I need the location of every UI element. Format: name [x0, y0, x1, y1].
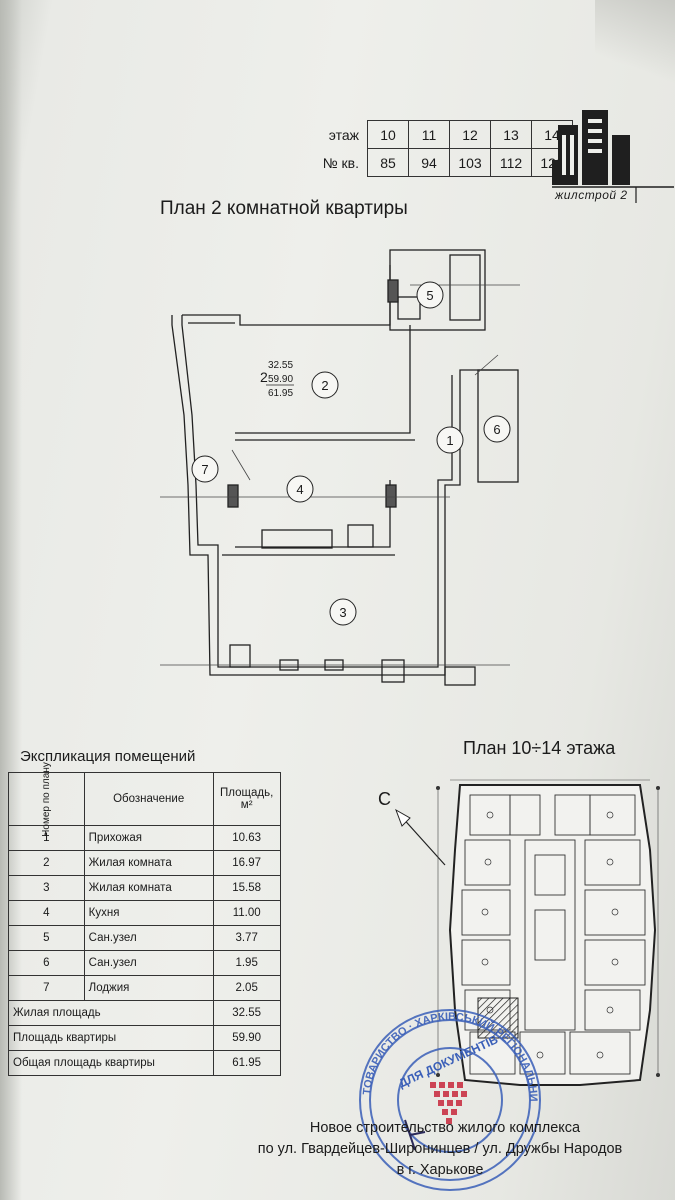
plan-title: План 2 комнатной квартиры [160, 198, 408, 219]
total-label: Общая площадь квартиры [8, 1050, 214, 1076]
room-number: 4 [296, 482, 303, 497]
footer-line: Новое строительство жилого комплекса [309, 1120, 581, 1136]
table-row: 7 Лоджия 2.05 [8, 975, 281, 1001]
total-row: Общая площадь квартиры 61.95 [8, 1050, 281, 1076]
total-label: Площадь квартиры [8, 1025, 214, 1051]
row-number: 2 [8, 850, 85, 876]
row-area: 1.95 [212, 950, 281, 976]
table-row: 2 Жилая комната 16.97 [8, 850, 281, 876]
row-name: Сан.узел [83, 950, 214, 976]
row-name: Сан.узел [83, 925, 214, 951]
building-floor-plan: С [378, 779, 660, 1086]
floor-row: этаж 10 11 12 13 14 [305, 120, 573, 149]
floor-cell: 12 [449, 120, 491, 149]
room-number: 3 [339, 605, 346, 620]
living-area: 32.55 [268, 360, 293, 371]
apartment-cell: 112 [490, 148, 532, 177]
name-header: Обозначение [83, 772, 214, 826]
row-number: 7 [8, 975, 85, 1001]
table-row: 1 Прихожая 10.63 [8, 825, 281, 851]
footer: Новое строительство жилого комплекса по … [225, 1118, 655, 1181]
room-number: 6 [493, 422, 500, 437]
area-header: Площадь, м² [212, 772, 281, 826]
table-row: 6 Сан.узел 1.95 [8, 950, 281, 976]
row-name: Жилая комната [83, 875, 214, 901]
total-row: Жилая площадь 32.55 [8, 1000, 281, 1026]
official-stamp-icon: ТОВАРИСТВО · ХАРКІВСЬКИЙ РЕГІОНАЛЬНИЙ · … [345, 1000, 541, 1191]
paper-fold [595, 0, 675, 90]
total-row: Площадь квартиры 59.90 [8, 1025, 281, 1051]
row-name: Кухня [83, 900, 214, 926]
room-number: 2 [321, 378, 328, 393]
row-number: 4 [8, 900, 85, 926]
floor-apartment-table: этаж 10 11 12 13 14 № кв. 85 94 103 112 … [305, 120, 573, 177]
explication-title: Экспликация помещений [20, 748, 196, 765]
total-value: 32.55 [212, 1000, 281, 1026]
explication-table: Номер по плану Обозначение Площадь, м² 1… [8, 762, 281, 1076]
row-name: Прихожая [83, 825, 214, 851]
room-number: 1 [446, 433, 453, 448]
row-name: Лоджия [83, 975, 214, 1001]
row-area: 16.97 [212, 850, 281, 876]
total-value: 61.95 [212, 1050, 281, 1076]
number-header: Номер по плану [8, 762, 85, 836]
room-number: 5 [426, 288, 433, 303]
apartment-floorplan: 2 1 3 4 5 6 7 2 32.55 59.90 61.95 [160, 249, 520, 686]
floor-label: этаж [328, 126, 359, 143]
apartment-area: 59.90 [268, 374, 293, 385]
table-row: 5 Сан.узел 3.77 [8, 925, 281, 951]
total-value: 59.90 [212, 1025, 281, 1051]
row-area: 3.77 [212, 925, 281, 951]
floor-cell: 11 [408, 120, 450, 149]
row-number: 1 [8, 825, 85, 851]
apartment-label: № кв. [322, 154, 359, 171]
row-number: 3 [8, 875, 85, 901]
explication-header: Номер по плану Обозначение Площадь, м² [8, 762, 281, 836]
total-label: Жилая площадь [8, 1000, 214, 1026]
apartment-row: № кв. 85 94 103 112 121 [305, 148, 573, 177]
table-row: 4 Кухня 11.00 [8, 900, 281, 926]
apartment-cell: 85 [367, 148, 409, 177]
floor-cell: 10 [367, 120, 409, 149]
apartment-cell: 103 [449, 148, 491, 177]
zhilstroy-logo-icon [552, 110, 674, 203]
logo-text: жилстрой 2 [555, 188, 628, 202]
row-area: 15.58 [212, 875, 281, 901]
apartment-cell: 94 [408, 148, 450, 177]
total-area: 61.95 [268, 388, 293, 399]
row-name: Жилая комната [83, 850, 214, 876]
row-area: 10.63 [212, 825, 281, 851]
row-number: 5 [8, 925, 85, 951]
row-number: 6 [8, 950, 85, 976]
footer-line: по ул. Гвардейцев-Широнинцев / ул. Дружб… [257, 1141, 623, 1157]
footer-line: в г. Харькове [396, 1162, 484, 1178]
floors-plan-title: План 10÷14 этажа [463, 738, 616, 758]
floor-cell: 13 [490, 120, 532, 149]
row-area: 2.05 [212, 975, 281, 1001]
north-arrow-icon [395, 808, 446, 866]
rooms-count: 2 [260, 369, 268, 385]
table-row: 3 Жилая комната 15.58 [8, 875, 281, 901]
row-area: 11.00 [212, 900, 281, 926]
compass-label: С [378, 789, 391, 809]
room-number: 7 [201, 462, 208, 477]
